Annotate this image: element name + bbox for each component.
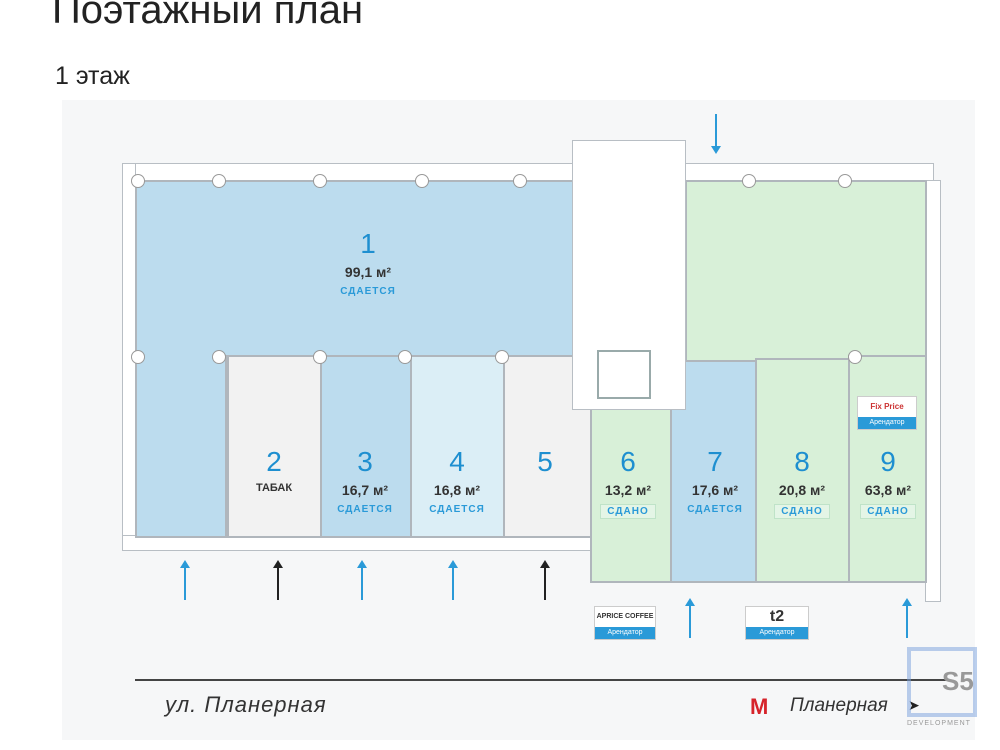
column	[131, 174, 145, 188]
page-title: Поэтажный план	[52, 0, 364, 32]
s5-logo-text: S5	[942, 666, 974, 696]
s5-logo	[907, 647, 977, 717]
entrance-arrow-icon	[357, 560, 367, 600]
entrance-arrow-icon	[180, 560, 190, 600]
metro-m-icon: M	[750, 694, 769, 719]
column	[398, 350, 412, 364]
outer-wall-top	[122, 163, 934, 181]
column	[415, 174, 429, 188]
room-9[interactable]	[848, 355, 927, 583]
column	[313, 350, 327, 364]
room-1-strip[interactable]	[135, 355, 227, 538]
entrance-arrow-icon	[685, 598, 695, 638]
elevator-icon	[597, 350, 651, 399]
column	[742, 174, 756, 188]
entrance-arrow-icon	[273, 560, 283, 600]
metro-station: Планерная	[790, 695, 888, 716]
room-3[interactable]	[320, 355, 412, 538]
column	[495, 350, 509, 364]
column	[212, 174, 226, 188]
room-8[interactable]	[755, 358, 850, 583]
column	[838, 174, 852, 188]
column	[131, 350, 145, 364]
street-line	[135, 679, 950, 681]
entrance-arrow-icon	[540, 560, 550, 600]
s5-logo-sub: DEVELOPMENT	[907, 720, 971, 727]
column	[848, 350, 862, 364]
street-name: ул. Планерная	[165, 692, 327, 717]
room-9-top[interactable]	[685, 180, 927, 360]
entrance-arrow-icon	[448, 560, 458, 600]
room-5-label: 5	[537, 446, 553, 477]
floor-label: 1 этаж	[55, 62, 130, 90]
column	[212, 350, 226, 364]
entrance-arrow-icon	[715, 114, 717, 148]
column	[313, 174, 327, 188]
outer-wall-right	[925, 180, 941, 602]
direction-arrow-icon: ➤	[908, 697, 920, 713]
entrance-arrow-icon	[902, 598, 912, 638]
column	[513, 174, 527, 188]
room-4[interactable]	[410, 355, 505, 538]
